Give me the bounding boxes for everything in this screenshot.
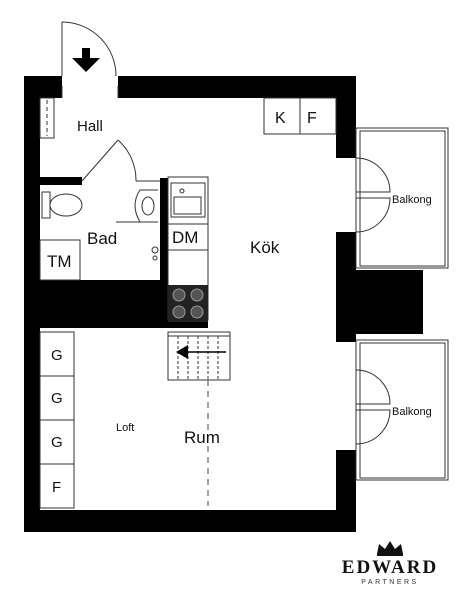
room-label-hall: Hall xyxy=(77,118,103,135)
closet-label-4: F xyxy=(52,479,61,496)
kitchen-sink xyxy=(170,182,206,218)
wall-right-1 xyxy=(336,76,356,158)
stove xyxy=(168,285,208,322)
toilet xyxy=(41,191,83,219)
edward-partners-logo: EDWARD PARTNERS xyxy=(330,540,450,596)
arrow-down-icon xyxy=(72,48,100,72)
wall-bottom xyxy=(24,510,356,532)
closet-label-1: G xyxy=(51,347,63,364)
hall-wardrobe xyxy=(39,97,55,139)
label-freezer: F xyxy=(307,110,317,127)
bathroom-door xyxy=(81,139,160,182)
label-fridge: K xyxy=(275,110,286,127)
closet-label-3: G xyxy=(51,434,63,451)
room-label-rum: Rum xyxy=(184,428,220,447)
balcony-top xyxy=(355,127,449,269)
shower-fixture xyxy=(116,221,159,261)
closets xyxy=(39,331,75,509)
wall-top-right xyxy=(118,76,356,98)
balcony-bottom xyxy=(355,339,449,481)
logo-sub: PARTNERS xyxy=(361,579,419,586)
label-tm: TM xyxy=(47,252,72,271)
label-dm: DM xyxy=(172,228,198,247)
room-label-kok: Kök xyxy=(250,238,280,257)
wall-bath-right xyxy=(160,178,168,328)
sink xyxy=(134,189,158,223)
label-balkong-bottom: Balkong xyxy=(392,406,432,418)
wall-hall-bath xyxy=(40,177,82,185)
room-label-loft: Loft xyxy=(116,422,134,434)
stairs-arrow-icon xyxy=(176,345,226,359)
hall-inner-frame xyxy=(61,86,119,98)
fridge-freezer-boxes xyxy=(263,97,337,135)
tm-box xyxy=(39,239,81,281)
room-label-bad: Bad xyxy=(87,229,117,248)
crown-icon xyxy=(377,541,403,556)
wall-kitchen-bottom xyxy=(160,320,208,328)
walls xyxy=(24,76,423,532)
entry-door xyxy=(61,21,117,77)
stairs xyxy=(167,331,231,381)
wall-bath-bottom xyxy=(24,280,168,328)
closet-label-2: G xyxy=(51,390,63,407)
logo-brand: EDWARD xyxy=(341,557,439,578)
chimney-block xyxy=(356,270,423,334)
wall-right-2 xyxy=(336,232,356,342)
label-balkong-top: Balkong xyxy=(392,194,432,206)
